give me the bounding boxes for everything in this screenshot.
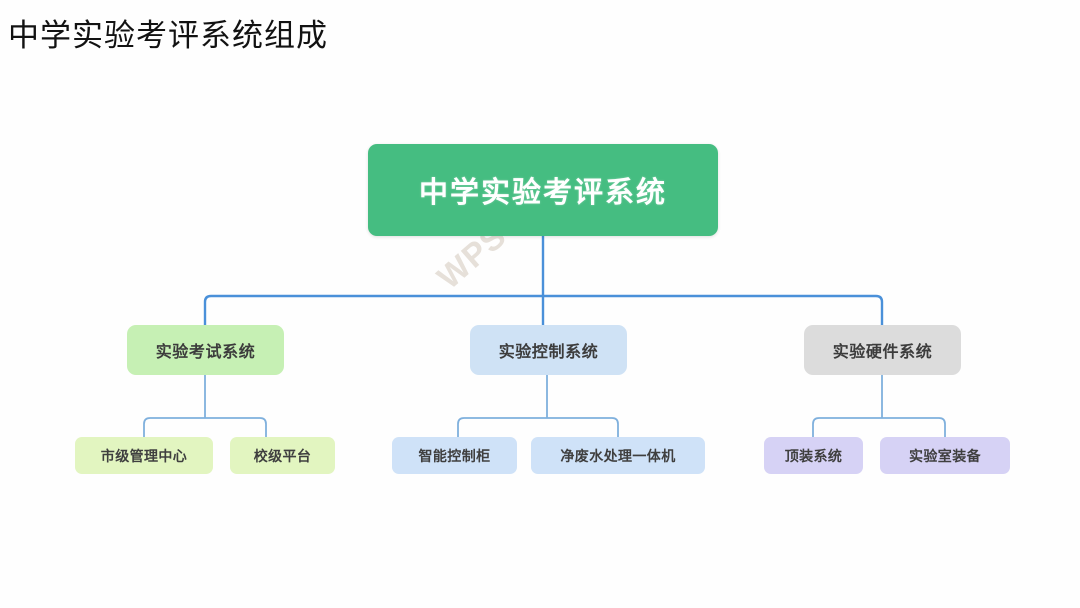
node-leaf-city-management-center-label: 市级管理中心 [100,447,188,464]
node-leaf-laboratory-equipment-label: 实验室装备 [909,447,981,464]
page-title: 中学实验考评系统组成 [8,18,328,53]
node-branch-control-system[interactable]: 实验控制系统 [470,325,627,375]
node-branch-exam-system-label: 实验考试系统 [155,344,256,361]
connector-branch1-bus [143,417,267,437]
node-branch-hardware-system[interactable]: 实验硬件系统 [804,325,961,375]
node-leaf-top-mounted-system[interactable]: 顶装系统 [764,437,863,474]
node-branch-exam-system[interactable]: 实验考试系统 [127,325,284,375]
node-branch-control-system-label: 实验控制系统 [498,344,599,361]
node-root-label: 中学实验考评系统 [418,177,667,209]
node-branch-hardware-system-label: 实验硬件系统 [832,344,933,361]
node-leaf-school-platform[interactable]: 校级平台 [230,437,335,474]
node-leaf-city-management-center[interactable]: 市级管理中心 [75,437,213,474]
node-leaf-top-mounted-system-label: 顶装系统 [784,447,843,464]
connector-branch2-bus [457,417,619,437]
node-leaf-wastewater-treatment-machine[interactable]: 净废水处理一体机 [531,437,705,474]
node-leaf-smart-control-cabinet[interactable]: 智能控制柜 [392,437,517,474]
node-root-system[interactable]: 中学实验考评系统 [368,144,718,236]
connector-branch3-bus [812,417,946,437]
node-leaf-laboratory-equipment[interactable]: 实验室装备 [880,437,1010,474]
node-leaf-wastewater-treatment-machine-label: 净废水处理一体机 [560,447,676,464]
node-leaf-smart-control-cabinet-label: 智能控制柜 [418,447,491,464]
connector-level2-bus [203,294,884,325]
node-leaf-school-platform-label: 校级平台 [253,447,312,464]
